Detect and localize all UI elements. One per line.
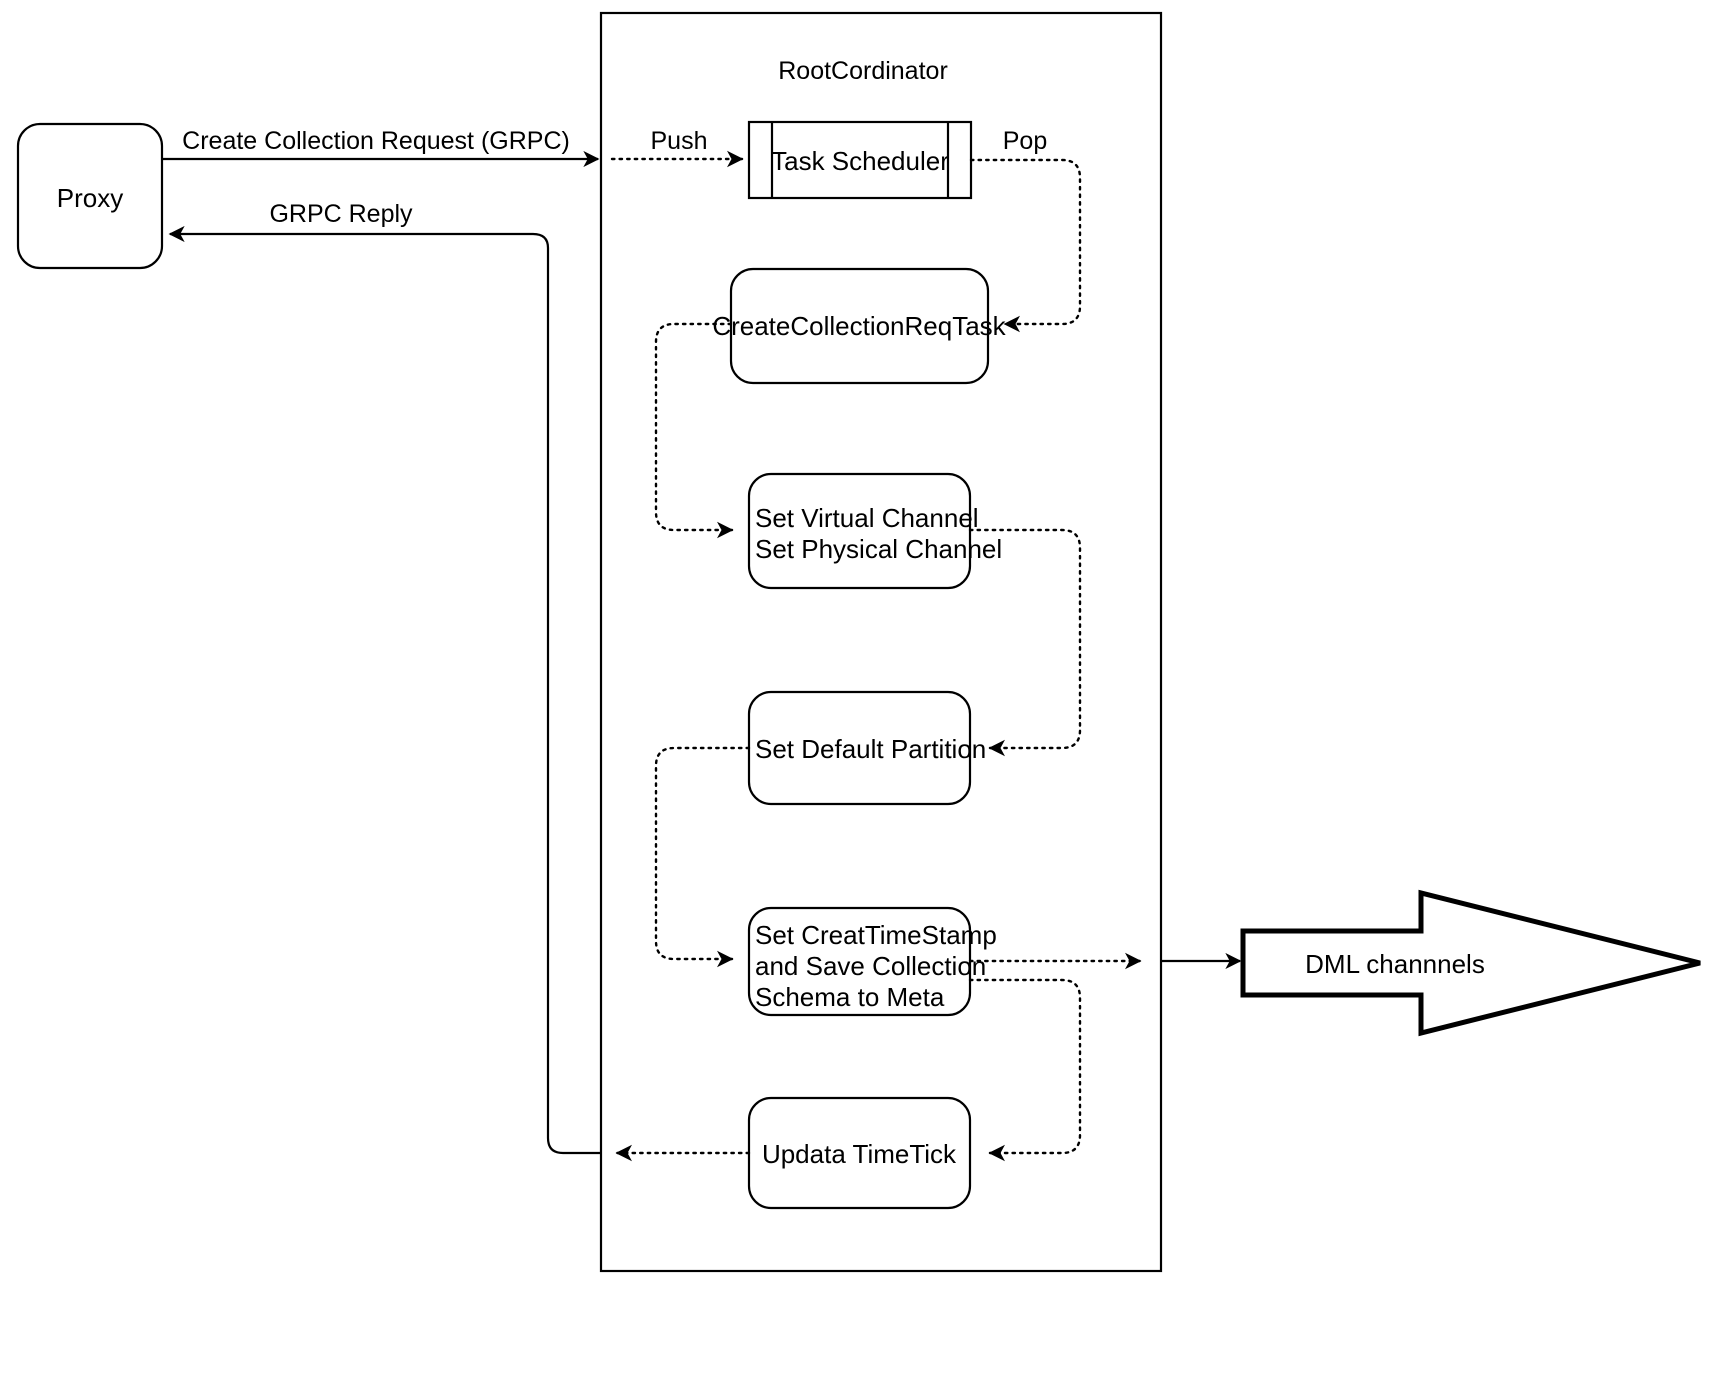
edge-label-grpc-reply: GRPC Reply [269,200,413,228]
node-set-timestamp-save-line1: Set CreatTimeStamp [755,920,997,950]
node-set-timestamp-save-line2: and Save Collection [755,951,986,981]
edge-grpc-reply [168,225,601,1155]
node-dml-channels[interactable] [1240,889,1701,1037]
rootcordinator-title: RootCordinator [778,57,948,85]
edge-pop-to-task [969,158,1082,333]
node-task-scheduler[interactable] [747,120,973,200]
edge-partition-to-timestamp [654,746,751,968]
node-dml-channels-label: DML channnels [1305,949,1485,979]
rootcordinator-container [599,11,1163,1273]
node-create-collection-req-task-label: CreateCollectionReqTask [712,311,1006,341]
edge-timestamp-to-timetick [968,978,1082,1162]
node-set-channels-line1: Set Virtual Channel [755,503,979,533]
edge-set-channels-to-partition [968,528,1082,757]
edge-label-create-collection-request: Create Collection Request (GRPC) [182,127,570,155]
node-update-timetick-label: Updata TimeTick [762,1139,957,1169]
edge-label-push: Push [651,127,708,155]
node-proxy[interactable] [16,122,164,270]
node-set-channels-line2: Set Physical Channel [755,534,1002,564]
edge-task-to-set-channels [654,322,734,539]
node-create-collection-req-task[interactable] [729,267,990,385]
node-set-default-partition-label: Set Default Partition [755,734,986,764]
node-proxy-label: Proxy [57,183,123,213]
node-set-timestamp-save-line3: Schema to Meta [755,982,945,1012]
edge-label-pop: Pop [1003,127,1047,155]
node-task-scheduler-label: Task Scheduler [771,146,949,176]
